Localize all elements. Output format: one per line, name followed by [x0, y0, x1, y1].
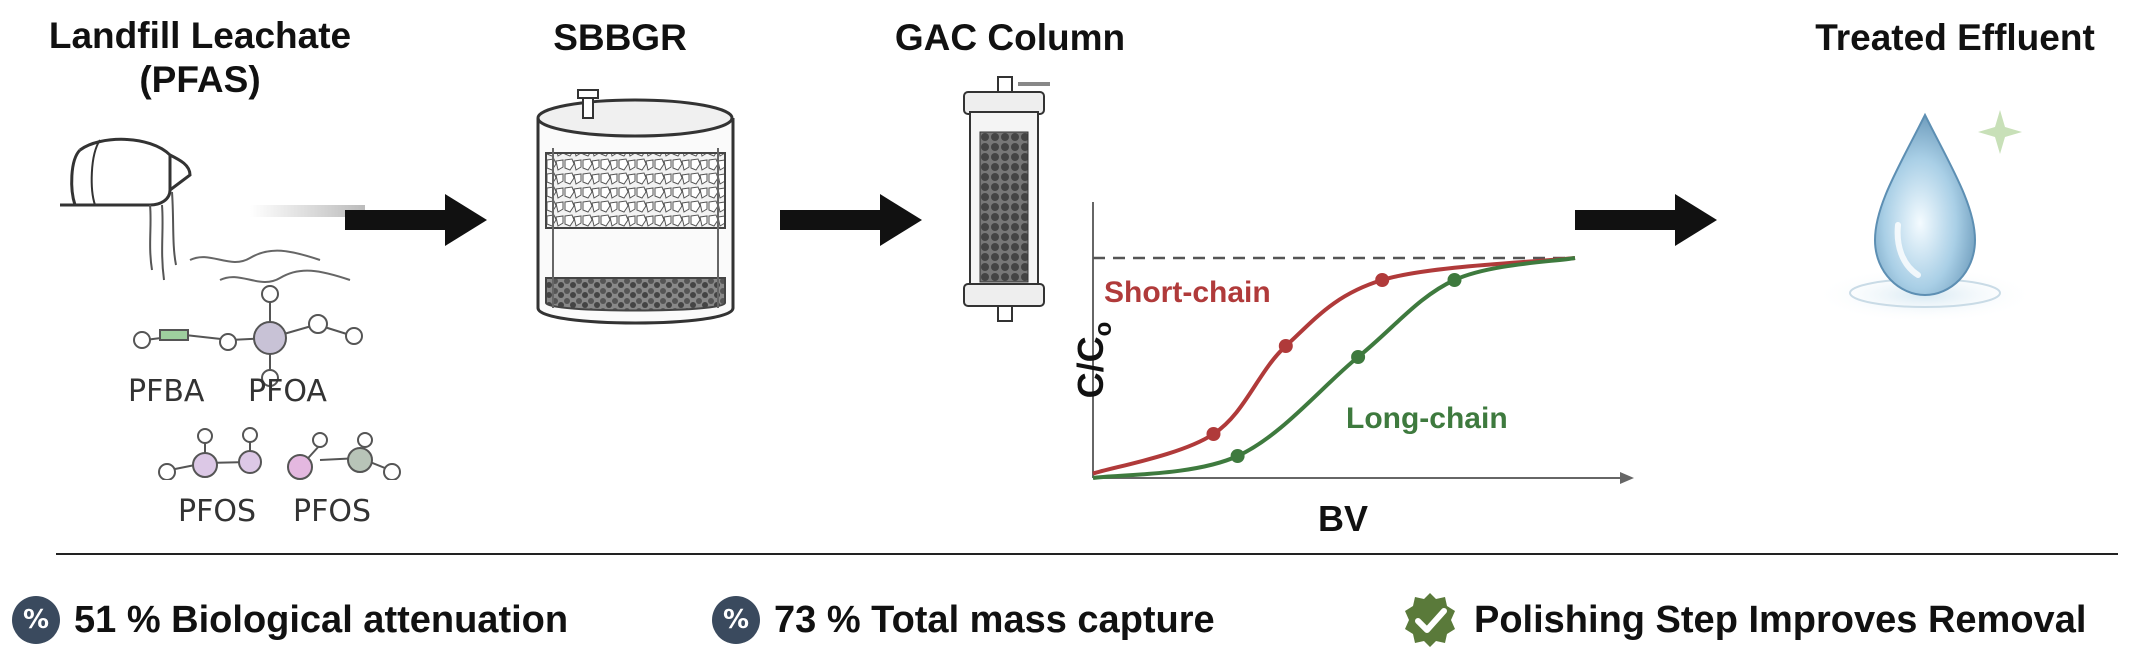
percent-icon: % — [12, 596, 60, 644]
short-chain-point-2 — [1278, 339, 1293, 353]
x-axis-arrowhead — [1620, 472, 1634, 484]
footer-item-2-text: 73 % Total mass capture — [774, 598, 1215, 641]
chart-axes — [1092, 202, 1634, 484]
chart-xlabel: BV — [1318, 498, 1369, 539]
leachate-title-line1: Landfill Leachate — [48, 15, 352, 56]
pipe-icon — [60, 137, 365, 283]
footer-item-3: Polishing Step Improves Removal — [1400, 590, 2086, 650]
arrow-right-icon-3 — [1575, 194, 1717, 246]
footer-item-2: % 73 % Total mass capture — [712, 590, 1215, 650]
pfas-molecules-icon — [133, 285, 401, 480]
gac-column-icon — [963, 76, 1050, 322]
chart-ylabel-main: C/C — [1070, 336, 1111, 399]
arrow-right-icon-1 — [345, 194, 487, 246]
short-chain-point-3 — [1375, 273, 1390, 287]
long-chain-point-1 — [1230, 449, 1245, 463]
effluent-title: Treated Effluent — [1815, 17, 2095, 58]
sbbgr-reactor-icon — [536, 89, 735, 325]
chart-ylabel-sub: o — [1090, 321, 1118, 337]
arrow-right-icon-2 — [780, 194, 922, 246]
molecule-label-2: PFOA — [248, 374, 327, 409]
short-chain-label: Short-chain — [1104, 276, 1271, 309]
chart-series — [1092, 256, 1576, 480]
percent-icon: % — [712, 596, 760, 644]
sbbgr-title: SBBGR — [553, 17, 687, 58]
long-chain-label: Long-chain — [1346, 402, 1508, 435]
leachate-title: Landfill Leachate (PFAS) — [20, 14, 380, 102]
molecule-label-1: PFBA — [128, 374, 205, 409]
long-chain-point-3 — [1447, 273, 1462, 287]
divider — [56, 553, 2118, 555]
long-chain-point-2 — [1351, 350, 1366, 364]
gac-title: GAC Column — [894, 17, 1126, 58]
molecule-label-3: PFOS — [178, 494, 257, 529]
footer-item-3-text: Polishing Step Improves Removal — [1474, 598, 2087, 641]
short-chain-point-1 — [1206, 427, 1221, 441]
footer-item-1: % 51 % Biological attenuation — [12, 590, 568, 650]
water-drop-icon — [1815, 110, 2035, 323]
check-badge-icon — [1405, 593, 1455, 647]
leachate-title-line2: (PFAS) — [139, 59, 261, 100]
breakthrough-chart — [1092, 202, 1634, 484]
footer-item-1-text: 51 % Biological attenuation — [74, 598, 569, 641]
molecule-label-4: PFOS — [293, 494, 372, 529]
